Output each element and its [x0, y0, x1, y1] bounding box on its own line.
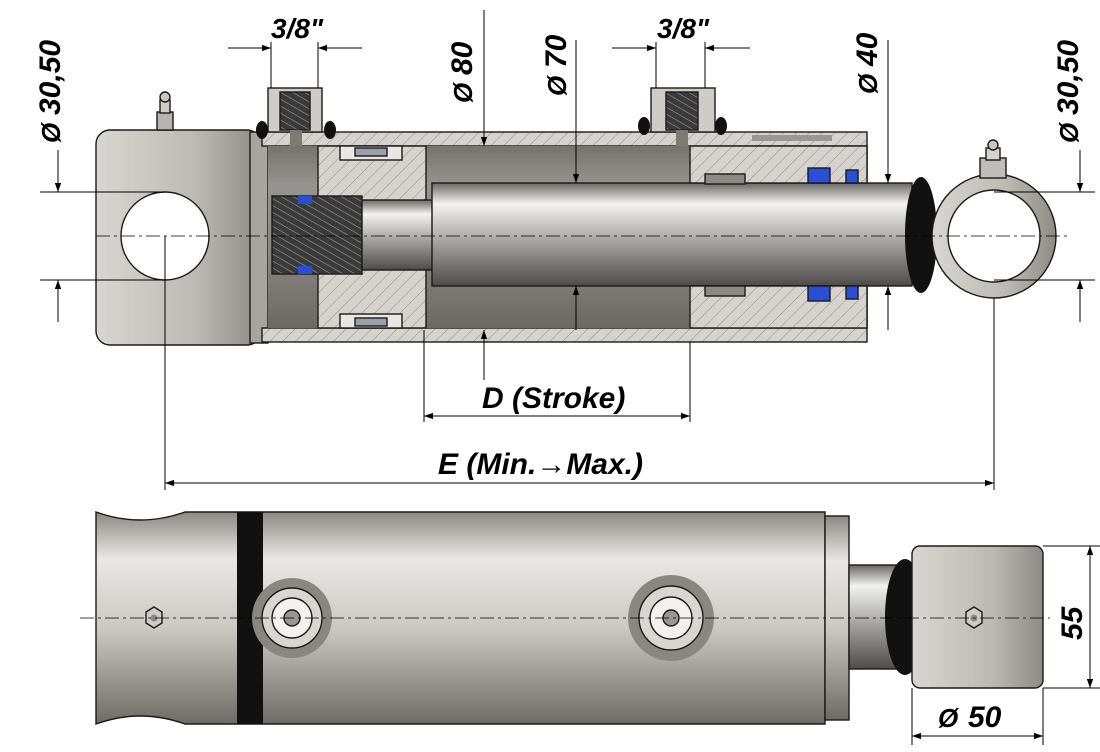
pin-dia-left-label: 30,50 [34, 40, 67, 115]
dia-symbol-right-pin: Ø [1054, 121, 1084, 143]
dia-symbol-left-pin: Ø [36, 121, 66, 143]
stroke-label: D (Stroke) [482, 382, 625, 415]
grease-nipple-icon [145, 606, 163, 629]
port-fitting-icon [256, 87, 336, 146]
wiper-ring [905, 177, 937, 293]
port-right-label: 3/8" [657, 13, 710, 44]
exterior-view [80, 511, 1050, 725]
rod-eye-icon [931, 139, 1057, 299]
port-left-label: 3/8" [271, 13, 324, 44]
piston-rod [431, 182, 913, 287]
length-label: E (Min.→Max.) [438, 448, 643, 481]
rod-thread [271, 195, 363, 275]
section-view [95, 87, 1070, 346]
pin-dia-right-label: 30,50 [1052, 40, 1085, 115]
rod-eye-icon [911, 545, 1044, 689]
grease-nipple-icon [156, 91, 174, 131]
dia-symbol-70: Ø [542, 74, 572, 96]
port-fitting-icon [638, 87, 727, 146]
dimension-labels: Ø 30,50 3/8" Ø 80 Ø 70 3/8" Ø 40 Ø 30,50… [34, 13, 1085, 481]
barrel-wall-bottom [261, 327, 868, 343]
outer-70-label: 70 [540, 34, 573, 68]
dia-symbol-50: Ø [938, 703, 960, 733]
rod-eye-dia-label: 50 [968, 701, 1002, 734]
bottom-dimensions: 55 Ø 50 [911, 545, 1100, 745]
rod-eye-height-label: 55 [1056, 605, 1089, 640]
port-fitting-icon [628, 575, 714, 661]
bore-dia-label: 80 [446, 41, 479, 75]
top-dimensions [40, 10, 1095, 490]
rod-dia-label: 40 [851, 32, 884, 67]
dia-symbol-80: Ø [448, 81, 478, 103]
dia-symbol-40: Ø [853, 72, 883, 94]
gland-top [689, 145, 868, 184]
